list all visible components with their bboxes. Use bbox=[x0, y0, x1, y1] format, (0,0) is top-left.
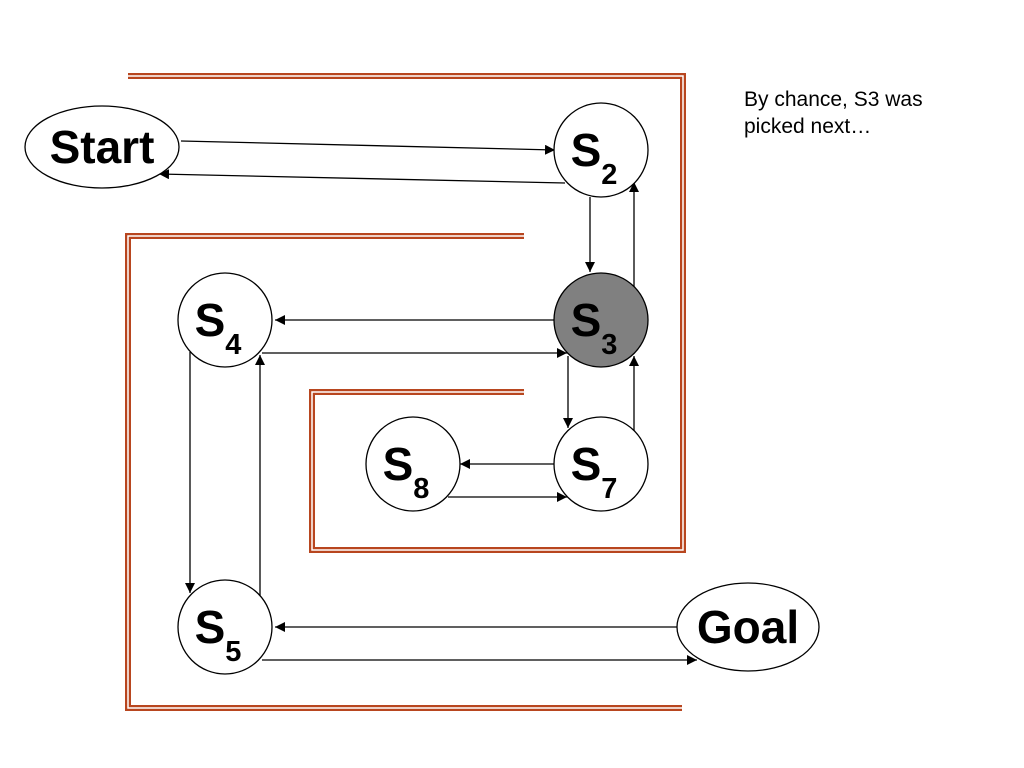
node-start-label: Start bbox=[50, 121, 155, 173]
inner-wall-inner-line bbox=[127, 235, 682, 709]
node-s3-text: S3 bbox=[571, 294, 618, 361]
edges bbox=[158, 140, 697, 665]
node-s7: S7 bbox=[553, 416, 649, 512]
node-s3-subscript: 3 bbox=[601, 329, 617, 361]
node-s2: S2 bbox=[553, 102, 649, 198]
node-s7-shape bbox=[553, 416, 649, 512]
node-s3-label: S bbox=[571, 294, 602, 346]
node-s2-subscript: 2 bbox=[601, 159, 617, 191]
node-s2-shape bbox=[553, 102, 649, 198]
node-s8-label: S bbox=[383, 438, 414, 490]
node-s8-shape bbox=[365, 416, 461, 512]
node-s5-label: S bbox=[195, 601, 226, 653]
node-goal: Goal bbox=[676, 582, 820, 672]
node-s4-label: S bbox=[195, 294, 226, 346]
outer-wall-inner-line bbox=[128, 75, 684, 551]
node-goal-shape bbox=[676, 582, 820, 672]
node-s7-text: S7 bbox=[571, 438, 618, 505]
caption-line-2: picked next… bbox=[744, 115, 872, 138]
node-s8-text: S8 bbox=[383, 438, 430, 505]
node-s5: S5 bbox=[177, 579, 273, 675]
node-s5-subscript: 5 bbox=[225, 636, 241, 668]
node-start: Start bbox=[24, 105, 180, 189]
node-s4-text: S4 bbox=[195, 294, 242, 361]
node-start-shape bbox=[24, 105, 180, 189]
node-s5-shape bbox=[177, 579, 273, 675]
caption-text: By chance, S3 was picked next… bbox=[744, 86, 1004, 140]
node-s8: S8 bbox=[365, 416, 461, 512]
node-s5-text: S5 bbox=[195, 601, 242, 668]
node-s4: S4 bbox=[177, 272, 273, 368]
node-s3-shape bbox=[553, 272, 649, 368]
node-s4-shape bbox=[177, 272, 273, 368]
maze-walls bbox=[125, 73, 686, 711]
node-s7-label: S bbox=[571, 438, 602, 490]
node-s2-label: S bbox=[571, 124, 602, 176]
node-s8-subscript: 8 bbox=[413, 473, 429, 505]
node-s3: S3 bbox=[553, 272, 649, 368]
node-s7-subscript: 7 bbox=[601, 473, 617, 505]
caption-line-1: By chance, S3 was bbox=[744, 88, 923, 111]
edge-start-to-s2 bbox=[180, 140, 556, 155]
edge-s2-to-start bbox=[158, 169, 566, 184]
node-s2-text: S2 bbox=[571, 124, 618, 191]
node-s4-subscript: 4 bbox=[225, 329, 241, 361]
node-goal-label: Goal bbox=[697, 601, 799, 653]
